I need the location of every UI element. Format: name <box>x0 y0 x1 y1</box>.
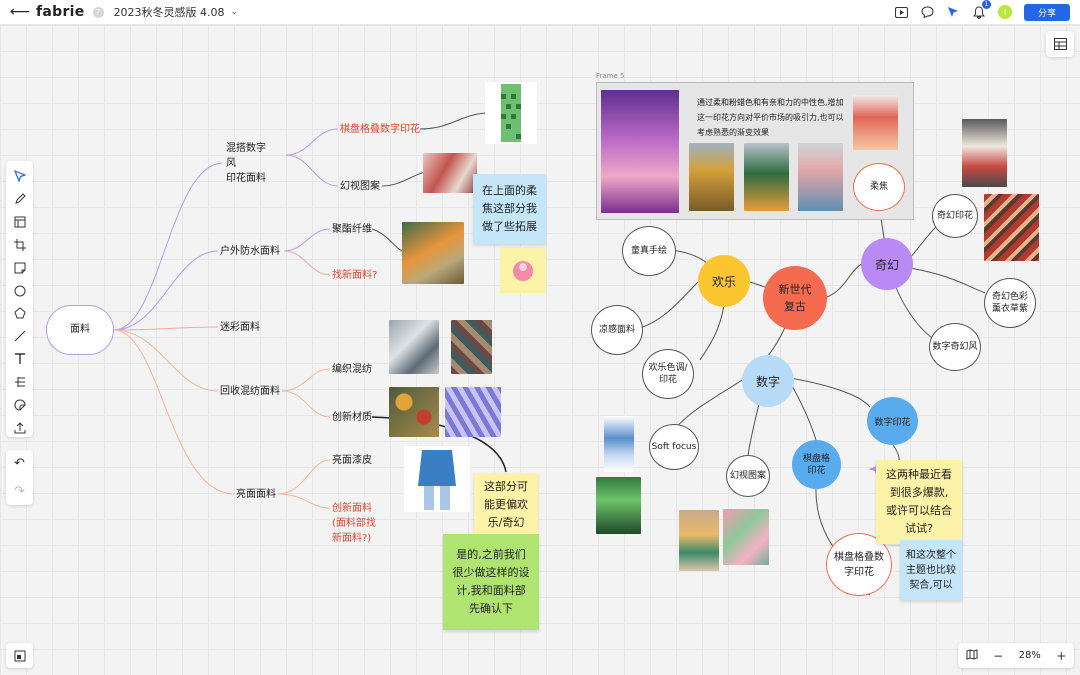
root-label: 面料 <box>70 324 90 335</box>
node-soft-focus[interactable]: Soft focus <box>649 424 699 470</box>
table-view-icon[interactable] <box>1046 31 1074 57</box>
frame-image-5[interactable] <box>853 95 898 150</box>
sticky-note-icon[interactable] <box>11 259 29 277</box>
node-joy[interactable]: 欢乐 <box>698 255 750 307</box>
map-icon[interactable] <box>966 648 978 663</box>
leaf-illusion-pattern[interactable]: 幻视图案 <box>340 181 380 192</box>
minimap-icon[interactable] <box>6 643 33 668</box>
top-right-actions: 1 I 分享 <box>894 0 1070 21</box>
chevron-down-icon[interactable]: ⌄ <box>230 7 239 17</box>
select-tool-icon[interactable] <box>11 167 29 185</box>
text-tool-icon[interactable] <box>11 350 29 368</box>
sticky-note-soft-focus[interactable]: 在上面的柔 焦这部分我 做了些拓展 <box>473 174 546 244</box>
node-cool-fabric[interactable]: 凉感面料 <box>591 305 643 355</box>
node-illusion-pattern[interactable]: 幻视图案 <box>726 455 770 497</box>
branch-recycled-blend[interactable]: 回收混纺面料 <box>220 386 280 397</box>
frame-label: Frame 5 <box>596 72 625 80</box>
node-digital-print[interactable]: 数字印花 <box>867 397 918 445</box>
leaf-innovative-material[interactable]: 创新材质 <box>332 412 372 423</box>
soft-focus-image-1[interactable] <box>604 416 634 472</box>
sticky-note-reply[interactable]: 是的,之前我们 很少做这样的设 计,我和面料部 先确认下 <box>443 534 539 630</box>
polyester-jacket-image[interactable] <box>402 222 464 284</box>
patent-leather-image[interactable] <box>404 446 470 512</box>
back-arrow-icon[interactable]: ⟵ <box>10 4 31 20</box>
node-fantasy[interactable]: 奇幻 <box>861 238 913 290</box>
leaf-woven-blend[interactable]: 编织混纺 <box>332 364 372 375</box>
sticker-image[interactable] <box>500 247 546 293</box>
node-new-gen-retro[interactable]: 新世代 复古 <box>763 266 827 330</box>
leaf-checker-digital-print[interactable]: 棋盘格叠数字印花 <box>340 124 420 135</box>
leaf-find-new-fabric[interactable]: 找新面料? <box>332 270 378 281</box>
redo-icon[interactable]: ↷ <box>14 483 25 499</box>
frame-hero-image[interactable] <box>601 90 679 213</box>
checker-dress-image[interactable] <box>485 82 537 144</box>
zoom-out-icon[interactable]: − <box>993 648 1004 663</box>
zoom-in-icon[interactable]: + <box>1056 648 1067 663</box>
fantasy-image-1[interactable] <box>962 119 1007 187</box>
mindmap-root-node[interactable]: 面料 <box>46 305 114 355</box>
illusion-pattern-image[interactable] <box>423 153 477 193</box>
sticker-icon[interactable] <box>11 396 29 414</box>
innovative-material-image-2[interactable] <box>445 387 501 437</box>
sticky-note-matches-theme[interactable]: 和这次整个 主题也比较 契合,可以 <box>900 540 962 600</box>
share-button[interactable]: 分享 <box>1024 3 1070 21</box>
node-childlike-drawing[interactable]: 童真手绘 <box>622 226 676 276</box>
leaf-innovative-fabric[interactable]: 创新面料 (面料部找 新面料?) <box>332 503 376 544</box>
frame-tool-icon[interactable] <box>11 213 29 231</box>
leaf-polyester[interactable]: 聚酯纤维 <box>332 224 372 235</box>
frame-image-4[interactable] <box>798 143 843 211</box>
illusion-image-1[interactable] <box>679 510 719 571</box>
upload-icon[interactable] <box>11 419 29 437</box>
polygon-shape-icon[interactable] <box>11 305 29 323</box>
innovative-material-image-1[interactable] <box>389 387 439 437</box>
frame-image-2[interactable] <box>689 143 734 211</box>
frame-description: 通过柔和粉蜡色和有亲和力的中性色,增加这一印花方向对平价市场的吸引力,也可以考虑… <box>697 98 844 137</box>
branch-glossy[interactable]: 亮面面料 <box>236 489 276 500</box>
woven-blend-image-2[interactable] <box>451 320 492 374</box>
present-icon[interactable] <box>894 5 908 19</box>
illusion-image-2[interactable] <box>723 509 769 565</box>
brand-logo: fabrie <box>36 4 85 20</box>
fantasy-image-2[interactable] <box>984 194 1039 261</box>
frame-image-3[interactable] <box>744 143 789 211</box>
node-fantasy-lavender[interactable]: 奇幻色彩 薰衣草紫 <box>984 278 1036 328</box>
undo-icon[interactable]: ↶ <box>14 456 25 472</box>
node-digital[interactable]: 数字 <box>742 355 794 407</box>
branch-outdoor-waterproof[interactable]: 户外防水面料 <box>220 246 280 257</box>
sticky-note-try-combining[interactable]: 这两种最近看 到很多爆款, 或许可以结合 试试? <box>876 460 962 544</box>
zoom-controls: − 28% + <box>958 643 1074 668</box>
notification-badge: 1 <box>982 0 991 9</box>
sticky-note-joy-fantasy[interactable]: 这部分可 能更偏欢 乐/奇幻 <box>474 473 538 536</box>
document-title[interactable]: 2023秋冬灵感版 4.08 <box>113 6 225 19</box>
branch-mixed-digital-print[interactable]: 混搭数字 风 印花面料 <box>226 143 266 184</box>
branch-camo[interactable]: 迷彩面料 <box>220 322 260 333</box>
node-fantasy-print[interactable]: 奇幻印花 <box>932 194 978 238</box>
node-soft-focus-top[interactable]: 柔焦 <box>853 163 905 211</box>
top-bar: ⟵ fabrie ? 2023秋冬灵感版 4.08 ⌄ 1 I 分享 <box>0 0 1080 25</box>
circle-shape-icon[interactable] <box>11 282 29 300</box>
left-toolbar <box>6 161 33 437</box>
zoom-level[interactable]: 28% <box>1018 650 1041 661</box>
bell-icon[interactable]: 1 <box>972 0 991 19</box>
pen-tool-icon[interactable] <box>11 190 29 208</box>
comment-icon[interactable] <box>920 5 934 19</box>
avatar[interactable]: I <box>998 5 1012 19</box>
leaf-patent-leather[interactable]: 亮面漆皮 <box>332 455 372 466</box>
help-icon[interactable]: ? <box>92 6 104 18</box>
crop-tool-icon[interactable] <box>11 236 29 254</box>
node-checker-print[interactable]: 棋盘格 印花 <box>792 440 841 489</box>
mindmap-tool-icon[interactable] <box>11 373 29 391</box>
line-tool-icon[interactable] <box>11 327 29 345</box>
woven-blend-image-1[interactable] <box>389 320 439 374</box>
node-joy-colors[interactable]: 欢乐色调/ 印花 <box>642 349 694 399</box>
soft-focus-image-2[interactable] <box>596 477 641 534</box>
node-digital-fantasy[interactable]: 数字奇幻风 <box>929 323 981 371</box>
history-controls: ↶ ↷ <box>6 450 33 505</box>
cursor-icon[interactable] <box>946 5 960 19</box>
